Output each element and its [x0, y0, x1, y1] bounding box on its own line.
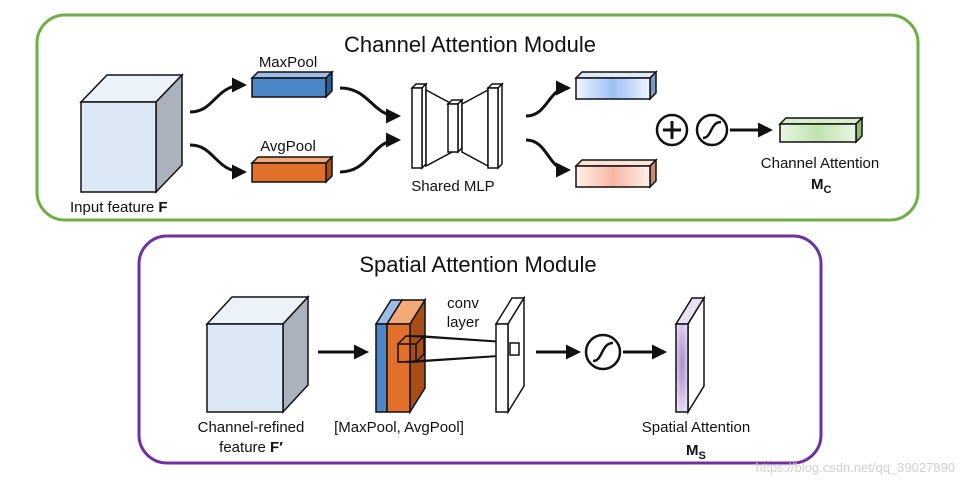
shared-mlp-label: Shared MLP: [411, 178, 494, 195]
conv-label-1: conv: [447, 295, 479, 312]
spatial-sigmoid-icon: [584, 333, 622, 371]
spatial-module-title: Spatial Attention Module: [359, 252, 596, 277]
channel-refined-feature-cube: [205, 295, 310, 414]
channel-attention-symbol: MC: [811, 176, 832, 196]
maxpool-mlp-output-bar: [574, 70, 658, 101]
sigmoid-icon: [695, 113, 729, 147]
channel-attention-label: Channel Attention: [761, 155, 879, 172]
shared-mlp: [410, 82, 504, 170]
pooled-feature-maps: [374, 297, 427, 415]
arrow-maxpool-to-mlp: [339, 86, 401, 124]
channel-refined-label-2: feature F′: [219, 439, 283, 456]
watermark: https://blog.csdn.net/qq_39027890: [756, 460, 956, 475]
arrow-mlp-to-blue: [525, 80, 571, 118]
elementwise-sum-icon: [655, 113, 689, 147]
conv-output-map: [494, 295, 526, 415]
channel-module-border: [35, 13, 920, 222]
spatial-module-border: [137, 234, 823, 465]
arrow-to-maxpool: [189, 77, 247, 114]
arrow-avgpool-to-mlp: [339, 132, 401, 174]
channel-refined-label: Channel-refined: [198, 419, 305, 436]
avgpool-label: AvgPool: [260, 138, 316, 155]
spatial-attention-symbol: MS: [686, 442, 706, 462]
avgpool-bar: [250, 155, 334, 184]
arrow-to-avgpool: [189, 143, 247, 180]
channel-attention-bar: [778, 116, 864, 144]
arrow-mlp-to-red: [525, 138, 571, 178]
maxpool-label: MaxPool: [259, 54, 317, 71]
pool-label: [MaxPool, AvgPool]: [334, 419, 464, 436]
channel-module-title: Channel Attention Module: [344, 32, 596, 57]
input-feature-cube: [79, 73, 184, 194]
conv-label-2: layer: [447, 314, 480, 331]
spatial-attention-label: Spatial Attention: [642, 419, 750, 436]
avgpool-mlp-output-bar: [574, 158, 658, 189]
maxpool-bar: [250, 70, 334, 99]
spatial-attention-map: [674, 295, 706, 415]
input-feature-label: Input feature F: [70, 199, 168, 216]
